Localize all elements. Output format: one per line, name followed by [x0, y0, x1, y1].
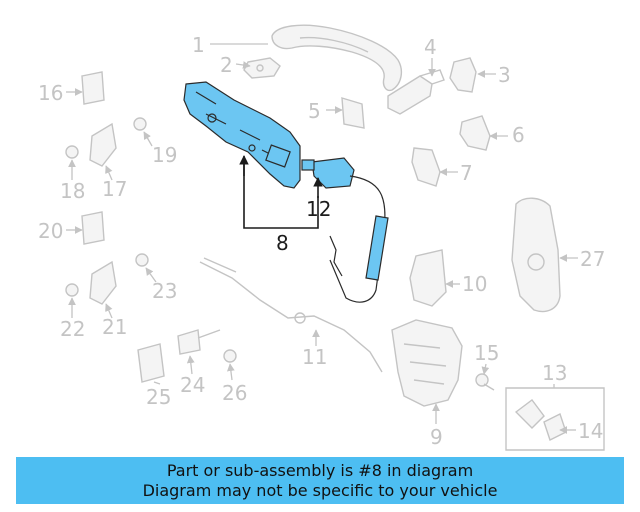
- part-23-bolt: [135, 253, 149, 267]
- callout-14: 14: [578, 419, 603, 443]
- part-16-bracket: [81, 71, 105, 105]
- banner-line-1: Part or sub-assembly is #8 in diagram: [166, 460, 474, 480]
- part-15-bolt: [475, 373, 495, 391]
- part-17-bracket: [89, 122, 117, 167]
- callout-15: 15: [474, 341, 499, 365]
- callout-22: 22: [60, 317, 85, 341]
- callout-3: 3: [498, 63, 511, 87]
- callout-18: 18: [60, 179, 85, 203]
- callout-8: 8: [276, 231, 289, 255]
- part-10-bracket: [409, 249, 447, 307]
- part-11-rod: [199, 257, 383, 373]
- parts-diagram: 1 2 3 4 5 6 7 8 9 10 11 12 13 14 15 16 1…: [38, 24, 605, 451]
- callout-5: 5: [308, 99, 321, 123]
- part-8-handle-reinforcement: [183, 81, 301, 189]
- leader-lines: [66, 43, 578, 434]
- callout-25: 25: [146, 385, 171, 409]
- callout-16: 16: [38, 81, 63, 105]
- callout-7: 7: [460, 161, 473, 185]
- part-5-bezel: [341, 97, 365, 129]
- callout-11: 11: [302, 345, 327, 369]
- callout-20: 20: [38, 219, 63, 243]
- callout-24: 24: [180, 373, 205, 397]
- part-3-cap: [449, 57, 477, 93]
- part-7-seal: [411, 147, 441, 187]
- part-22-bolt: [65, 283, 79, 297]
- part-24-check-strap: [177, 329, 221, 355]
- callout-13: 13: [542, 361, 567, 385]
- part-2-handle-bracket: [243, 57, 281, 79]
- callout-19: 19: [152, 143, 177, 167]
- callout-10: 10: [462, 272, 487, 296]
- part-27-panel: [511, 197, 561, 313]
- callout-23: 23: [152, 279, 177, 303]
- part-26-bolt: [223, 349, 237, 363]
- callout-26: 26: [222, 381, 247, 405]
- callout-4: 4: [424, 35, 437, 59]
- part-25-pad: [137, 343, 165, 383]
- callout-21: 21: [102, 315, 127, 339]
- callout-27: 27: [580, 247, 605, 271]
- banner-line-2: Diagram may not be specific to your vehi…: [142, 480, 498, 500]
- info-banner: Part or sub-assembly is #8 in diagram Di…: [16, 457, 624, 504]
- part-9-latch: [391, 319, 463, 407]
- callout-9: 9: [430, 425, 443, 449]
- part-20-bracket: [81, 211, 105, 245]
- part-1-outside-handle: [271, 24, 403, 92]
- callout-1: 1: [192, 33, 205, 57]
- callout-17: 17: [102, 177, 127, 201]
- callout-labels: 1 2 3 4 5 6 7 8 9 10 11 12 13 14 15 16 1…: [38, 33, 605, 449]
- part-12-actuator-cable: [301, 157, 389, 303]
- part-6-cover: [459, 115, 491, 151]
- part-18-bolt: [65, 145, 79, 159]
- callout-6: 6: [512, 123, 525, 147]
- part-21-bracket: [89, 260, 117, 305]
- callout-12: 12: [306, 197, 331, 221]
- part-19-bolt: [133, 117, 147, 131]
- callout-2: 2: [220, 53, 233, 77]
